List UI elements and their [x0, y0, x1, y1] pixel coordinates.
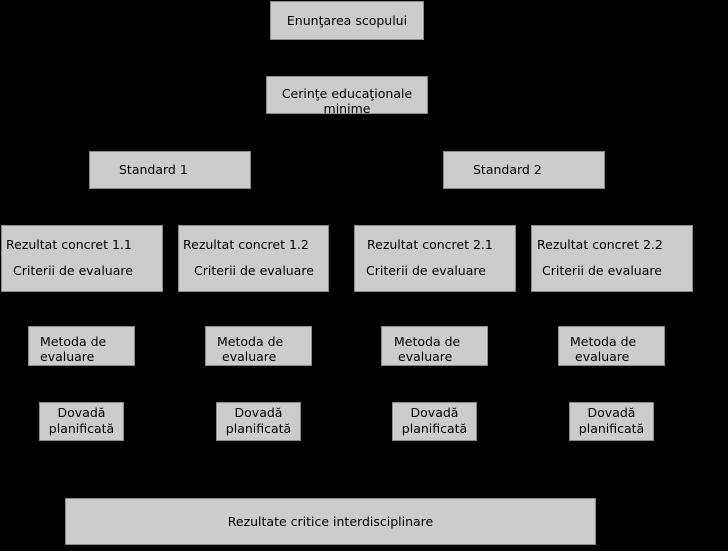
planned-evidence-4-line2: planificată	[578, 421, 645, 436]
evaluation-method-1-line1: Metoda de	[40, 334, 107, 349]
concrete-result-2-2-criteria: Criterii de evaluare	[542, 263, 662, 278]
evaluation-method-3-box: Metoda de evaluare	[381, 326, 488, 366]
minimum-requirements-line1: Cerinţe educaţionale	[281, 86, 413, 101]
planned-evidence-3-line2: planificată	[401, 421, 468, 436]
goal-statement-box: Enunţarea scopului	[270, 1, 424, 40]
concrete-result-2-1-box: Rezultat concret 2.1 Criterii de evaluar…	[354, 225, 516, 292]
evaluation-method-3-line2: evaluare	[398, 349, 453, 364]
concrete-result-1-1-box: Rezultat concret 1.1 Criterii de evaluar…	[1, 225, 163, 292]
standard-2-box: Standard 2	[443, 151, 605, 189]
concrete-result-2-1-title: Rezultat concret 2.1	[367, 237, 493, 252]
planned-evidence-4-line1: Dovadă	[587, 405, 636, 420]
standard-1-box: Standard 1	[89, 151, 251, 189]
planned-evidence-1-box: Dovadă planificată	[39, 402, 124, 441]
concrete-result-1-2-criteria: Criterii de evaluare	[194, 263, 314, 278]
evaluation-method-2-line2: evaluare	[222, 349, 277, 364]
concrete-result-2-2-title: Rezultat concret 2.2	[537, 237, 663, 252]
minimum-requirements-line2: minime	[323, 101, 371, 116]
planned-evidence-2-line1: Dovadă	[234, 405, 283, 420]
concrete-result-2-2-box: Rezultat concret 2.2 Criterii de evaluar…	[531, 225, 693, 292]
critical-results-label: Rezultate critice interdisciplinare	[227, 514, 434, 529]
standard-2-label: Standard 2	[473, 162, 542, 177]
standard-1-label: Standard 1	[119, 162, 188, 177]
evaluation-method-4-box: Metoda de evaluare	[558, 326, 665, 366]
concrete-result-1-1-title: Rezultat concret 1.1	[6, 237, 132, 252]
evaluation-method-4-line1: Metoda de	[570, 334, 637, 349]
concrete-result-1-1-criteria: Criterii de evaluare	[13, 263, 133, 278]
concrete-result-2-1-criteria: Criterii de evaluare	[366, 263, 486, 278]
critical-results-box: Rezultate critice interdisciplinare	[65, 498, 596, 545]
planned-evidence-4-box: Dovadă planificată	[569, 402, 654, 441]
planned-evidence-3-box: Dovadă planificată	[392, 402, 477, 441]
planned-evidence-1-line1: Dovadă	[57, 405, 106, 420]
minimum-requirements-box: Cerinţe educaţionale minime	[266, 76, 428, 116]
planned-evidence-3-line1: Dovadă	[410, 405, 459, 420]
concrete-result-1-2-box: Rezultat concret 1.2 Criterii de evaluar…	[178, 225, 329, 292]
evaluation-method-2-line1: Metoda de	[217, 334, 284, 349]
concrete-result-1-2-title: Rezultat concret 1.2	[183, 237, 309, 252]
planned-evidence-2-box: Dovadă planificată	[216, 402, 301, 441]
evaluation-method-2-box: Metoda de evaluare	[205, 326, 312, 366]
evaluation-method-1-line2: evaluare	[40, 349, 95, 364]
goal-statement-label: Enunţarea scopului	[286, 13, 408, 28]
evaluation-method-1-box: Metoda de evaluare	[28, 326, 135, 366]
planned-evidence-2-line2: planificată	[225, 421, 292, 436]
evaluation-method-3-line1: Metoda de	[394, 334, 461, 349]
evaluation-method-4-line2: evaluare	[575, 349, 630, 364]
planned-evidence-1-line2: planificată	[48, 421, 115, 436]
